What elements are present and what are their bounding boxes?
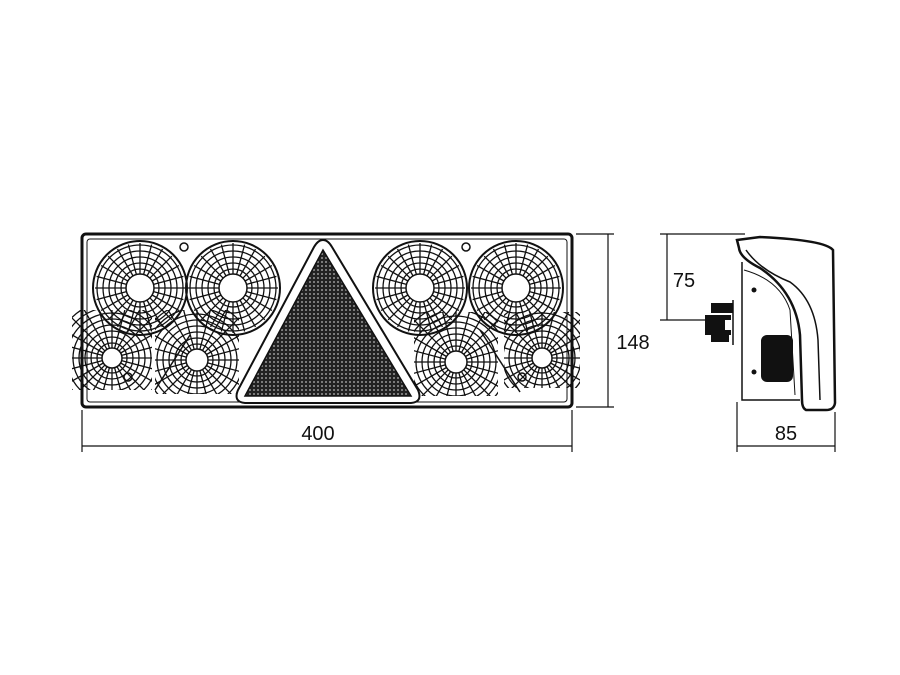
mount-height-label: 75	[673, 270, 695, 292]
screw-icon	[179, 242, 189, 252]
small-lamp-lens	[72, 310, 152, 390]
small-lamp-lens	[155, 310, 239, 394]
lens-center	[185, 348, 209, 372]
lens-center	[101, 347, 123, 369]
depth-dimension	[736, 402, 836, 452]
lens-center	[405, 273, 435, 303]
connector-block	[761, 335, 793, 382]
lamp-housing-outline	[80, 232, 574, 409]
front-view	[72, 232, 580, 409]
width-label: 400	[301, 423, 334, 445]
screw-icon	[517, 372, 527, 382]
height-label: 148	[616, 332, 649, 354]
side-housing	[735, 235, 837, 412]
screw-icon	[461, 242, 471, 252]
depth-label: 85	[775, 423, 797, 445]
round-lamp-lens	[468, 240, 564, 336]
segment-divider	[479, 329, 521, 393]
lens-center	[531, 347, 553, 369]
screw-icon	[123, 372, 133, 382]
lens-center	[218, 273, 248, 303]
lens-center	[444, 350, 468, 374]
height-dimension	[576, 233, 614, 408]
small-lamp-lens	[414, 312, 498, 396]
lens-center	[125, 273, 155, 303]
side-view	[705, 235, 837, 412]
lens-center	[501, 273, 531, 303]
lamp-lenses	[72, 240, 580, 396]
small-lamp-lens	[504, 312, 580, 388]
reflector-triangle	[243, 248, 413, 397]
segment-divider	[154, 334, 191, 391]
width-dimension	[81, 410, 573, 452]
mount-height-dimension	[660, 233, 745, 321]
mounting-bolt	[705, 303, 733, 342]
